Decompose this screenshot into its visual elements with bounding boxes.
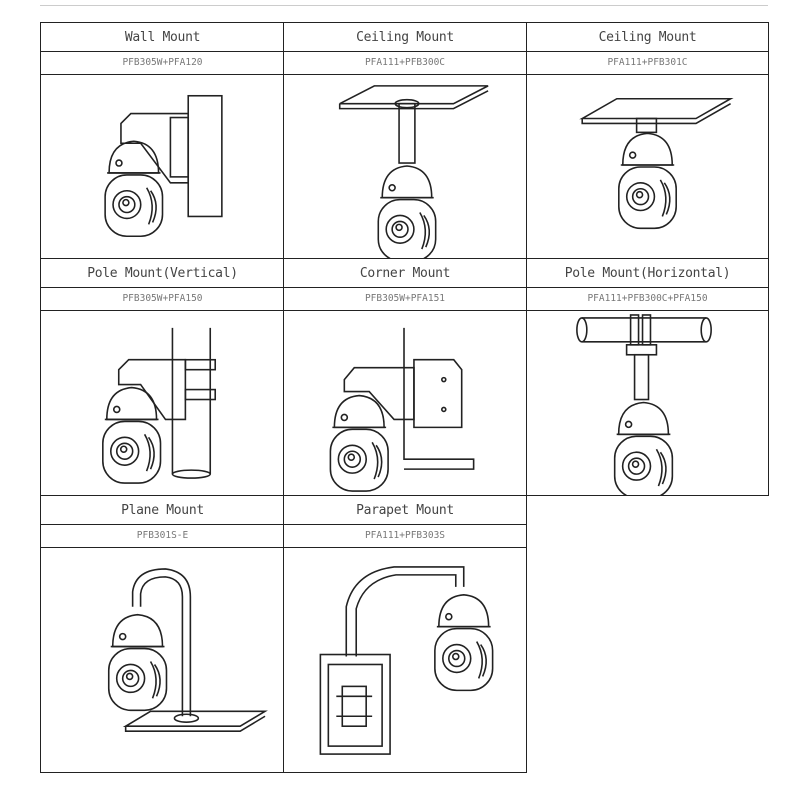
- mount-model: PFA111+PFB300C: [284, 51, 526, 75]
- mount-model: PFA111+PFB303S: [284, 524, 526, 548]
- pole-horizontal-drawing: [527, 310, 768, 499]
- mount-title: Plane Mount: [41, 496, 284, 525]
- mount-cell-wall: Wall Mount PFB305W+PFA120: [40, 22, 285, 259]
- mount-model: PFA111+PFB301C: [527, 51, 768, 75]
- mount-title: Wall Mount: [41, 23, 284, 52]
- mount-model: PFB305W+PFA150: [41, 287, 284, 311]
- mount-model: PFA111+PFB300C+PFA150: [527, 287, 768, 311]
- mount-model: PFB301S-E: [41, 524, 284, 548]
- mount-cell-pole-horizontal: Pole Mount(Horizontal) PFA111+PFB300C+PF…: [526, 258, 769, 499]
- mount-title: Parapet Mount: [284, 496, 526, 525]
- pole-vertical-drawing: [41, 310, 284, 495]
- mount-title: Ceiling Mount: [527, 23, 768, 52]
- mount-cell-corner: Corner Mount PFB305W+PFA151: [283, 258, 527, 496]
- parapet-mount-drawing: [284, 547, 526, 772]
- wall-mount-drawing: [41, 74, 284, 258]
- mount-title: Pole Mount(Vertical): [41, 259, 284, 288]
- mount-cell-plane: Plane Mount PFB301S-E: [40, 495, 285, 773]
- mount-cell-parapet: Parapet Mount PFA111+PFB303S: [283, 495, 527, 773]
- mount-title: Ceiling Mount: [284, 23, 526, 52]
- mount-cell-ceiling-2: Ceiling Mount PFA111+PFB301C: [526, 22, 769, 259]
- ceiling-mount-drawing: [527, 74, 768, 258]
- mount-cell-pole-vertical: Pole Mount(Vertical) PFB305W+PFA150: [40, 258, 285, 496]
- mount-model: PFB305W+PFA151: [284, 287, 526, 311]
- ceiling-mount-drawing: [284, 74, 526, 262]
- mount-cell-ceiling-1: Ceiling Mount PFA111+PFB300C: [283, 22, 527, 262]
- mount-model: PFB305W+PFA120: [41, 51, 284, 75]
- top-rule: [40, 5, 768, 6]
- mount-title: Corner Mount: [284, 259, 526, 288]
- plane-mount-drawing: [41, 547, 284, 772]
- corner-mount-drawing: [284, 310, 526, 495]
- mount-title: Pole Mount(Horizontal): [527, 259, 768, 288]
